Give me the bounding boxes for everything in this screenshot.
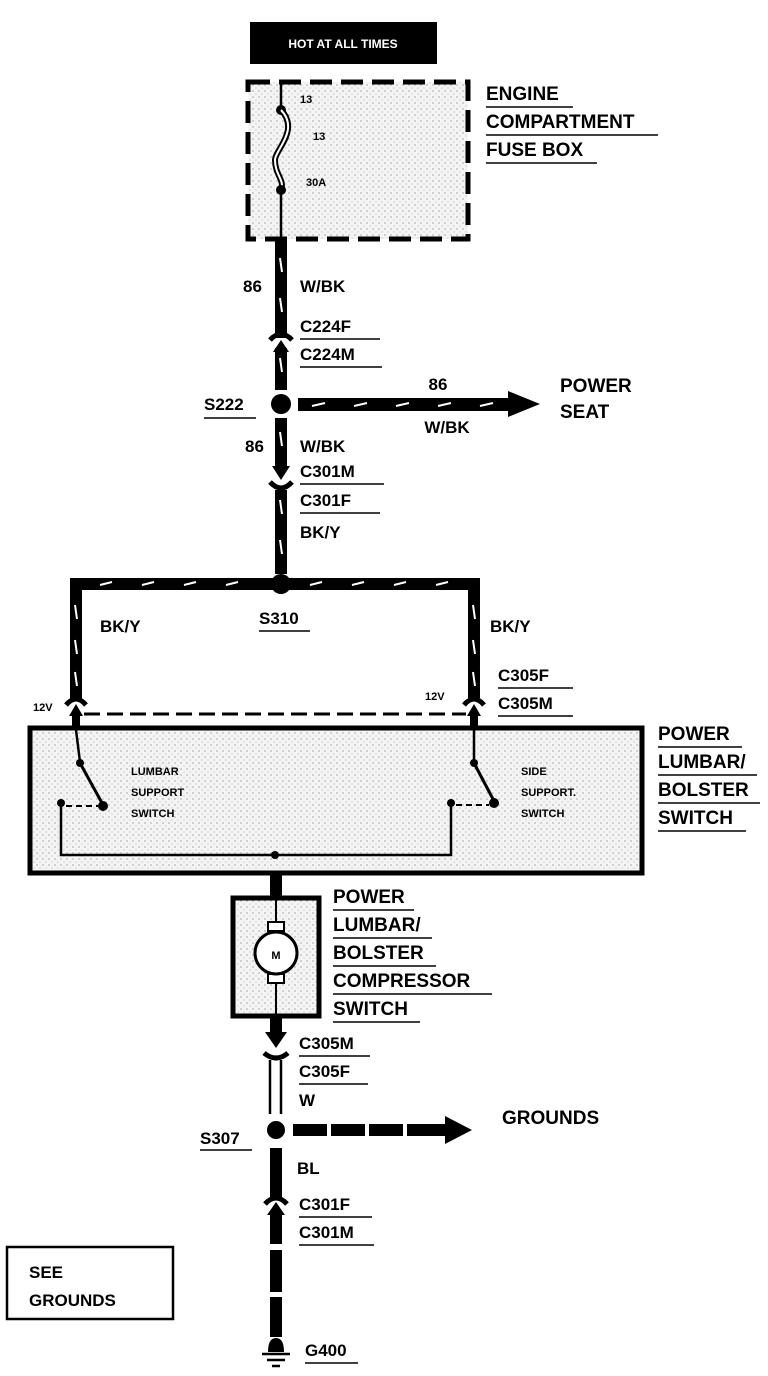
- circuit-number: 86: [245, 437, 264, 456]
- wire-w: W: [268, 1060, 316, 1114]
- motor-symbol: M: [271, 950, 280, 962]
- splice-s307: S307: [200, 1121, 285, 1151]
- compressor-title-line: SWITCH: [333, 999, 408, 1020]
- see-grounds-line: SEE: [29, 1263, 63, 1282]
- ground-g400: G400: [262, 1338, 358, 1368]
- connector-c305-upper: C305F C305M: [498, 666, 573, 717]
- ground-label: G400: [305, 1341, 347, 1360]
- destination-label: POWER: [560, 376, 632, 397]
- switch-title-line: LUMBAR/: [658, 752, 746, 773]
- wire-color: BL: [297, 1159, 320, 1178]
- splice-s222: S222: [204, 394, 291, 419]
- wire-color: W/BK: [300, 437, 346, 456]
- voltage-label: 12V: [425, 691, 445, 703]
- connector-female: C305F: [299, 1062, 350, 1081]
- connector-male: C305M: [498, 694, 553, 713]
- wire-color: BK/Y: [300, 523, 341, 542]
- lumbar-switch-icon: [78, 762, 104, 804]
- lumbar-switch-label: SUPPORT: [131, 787, 184, 799]
- splice-s310: S310: [70, 574, 480, 632]
- connector-c301-upper: C301M C301F: [268, 462, 384, 514]
- fuse-box-title: ENGINE COMPARTMENT FUSE BOX: [486, 84, 658, 164]
- side-switch-label: SIDE: [521, 766, 547, 778]
- hot-at-all-times-banner: HOT AT ALL TIMES: [250, 22, 437, 64]
- connector-female: C224F: [300, 317, 351, 336]
- switch-module-title: POWER LUMBAR/ BOLSTER SWITCH: [658, 724, 760, 832]
- connector-female: C301F: [299, 1195, 350, 1214]
- switch-title-line: POWER: [658, 724, 730, 745]
- side-switch-label: SWITCH: [521, 808, 564, 820]
- fuse-top-pin: 13: [300, 94, 312, 106]
- grounds-label: GROUNDS: [502, 1108, 599, 1129]
- connector-male: C305M: [299, 1034, 354, 1053]
- splice-label: S307: [200, 1129, 240, 1148]
- wire-switch-to-compressor: [270, 873, 282, 898]
- fuse-number: 13: [313, 131, 325, 143]
- fuse-box-title-line: COMPARTMENT: [486, 112, 635, 133]
- lumbar-switch-label: SWITCH: [131, 808, 174, 820]
- splice-label: S310: [259, 609, 299, 628]
- hot-label: HOT AT ALL TIMES: [288, 37, 397, 51]
- switch-title-line: SWITCH: [658, 808, 733, 829]
- compressor-title-line: COMPRESSOR: [333, 971, 471, 992]
- wire-86-wbk-mid: 86 W/BK: [245, 418, 346, 480]
- compressor-title-line: LUMBAR/: [333, 915, 421, 936]
- connector-c224: C224F C224M: [268, 317, 382, 368]
- wire-to-grounds: GROUNDS: [293, 1108, 599, 1144]
- arrow-right-icon: [508, 391, 540, 417]
- fuse-box-title-line: ENGINE: [486, 84, 559, 105]
- power-lumbar-bolster-switch: LUMBAR SUPPORT SWITCH SIDE SUPPORT. SWIT…: [27, 725, 645, 876]
- see-grounds-reference[interactable]: SEE GROUNDS: [5, 1245, 175, 1321]
- wire-bky-left: BK/Y 12V: [33, 578, 141, 730]
- motor-icon: [253, 930, 299, 976]
- power-lumbar-bolster-compressor: M: [230, 895, 322, 1019]
- wire-to-power-seat: 86 W/BK POWER SEAT: [298, 375, 632, 437]
- connector-female: C301F: [300, 491, 351, 510]
- connector-male: C301M: [300, 462, 355, 481]
- wire-86-wbk-top: 86 W/BK: [243, 240, 346, 390]
- fuse-box-title-line: FUSE BOX: [486, 140, 583, 161]
- circuit-number: 86: [243, 277, 262, 296]
- destination-label: SEAT: [560, 402, 610, 423]
- wire-bky-right: BK/Y 12V: [425, 578, 531, 730]
- connector-c305-lower: C305M C305F: [262, 1016, 370, 1085]
- compressor-title: POWER LUMBAR/ BOLSTER COMPRESSOR SWITCH: [333, 887, 492, 1023]
- wire-color: W: [299, 1091, 316, 1110]
- wire-color: W/BK: [424, 418, 470, 437]
- connector-male: C224M: [300, 345, 355, 364]
- compressor-title-line: BOLSTER: [333, 943, 424, 964]
- side-switch-label: SUPPORT.: [521, 787, 576, 799]
- see-grounds-line: GROUNDS: [29, 1291, 116, 1310]
- wire-bky-main: BK/Y: [275, 490, 341, 574]
- wire-bl: BL: [270, 1148, 320, 1198]
- splice-label: S222: [204, 395, 244, 414]
- engine-compartment-fuse-box: 13 13 30A: [245, 79, 471, 245]
- connector-male: C301M: [299, 1223, 354, 1242]
- connector-female: C305F: [498, 666, 549, 685]
- lumbar-switch-label: LUMBAR: [131, 766, 179, 778]
- ground-icon: [268, 1338, 284, 1352]
- fuse-rating: 30A: [306, 177, 326, 189]
- arrow-right-icon: [445, 1116, 472, 1144]
- voltage-label: 12V: [33, 702, 53, 714]
- wire-color: W/BK: [300, 277, 346, 296]
- circuit-number: 86: [429, 375, 448, 394]
- switch-title-line: BOLSTER: [658, 780, 749, 801]
- side-support-switch-icon: [472, 762, 496, 802]
- compressor-title-line: POWER: [333, 887, 405, 908]
- connector-c301-lower: C301F C301M: [263, 1195, 374, 1337]
- wire-color: BK/Y: [490, 617, 531, 636]
- wire-color: BK/Y: [100, 617, 141, 636]
